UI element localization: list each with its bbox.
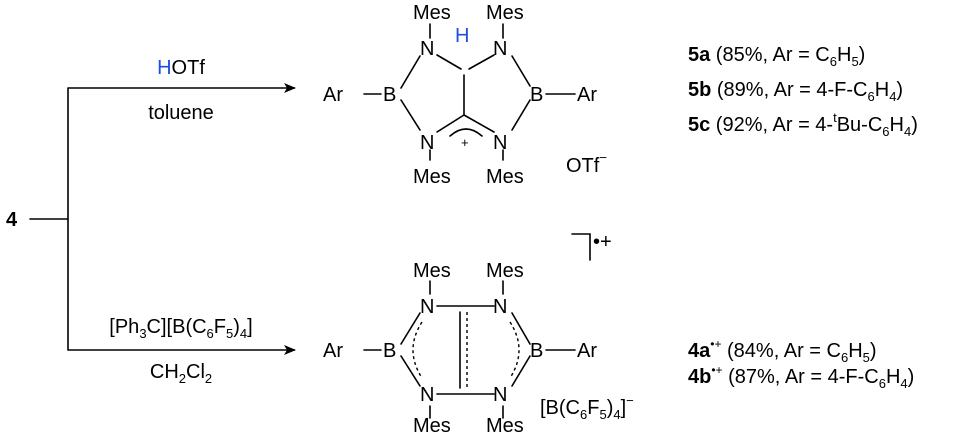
top-anion: OTf− — [566, 150, 607, 177]
bottom-solvent: CH2Cl2 — [150, 361, 212, 386]
svg-text:B: B — [383, 340, 396, 362]
svg-text:Mes: Mes — [413, 166, 451, 188]
svg-text:N: N — [493, 132, 507, 154]
svg-text:Mes: Mes — [486, 415, 524, 437]
top-solvent: toluene — [148, 102, 214, 124]
svg-text:B: B — [530, 340, 543, 362]
svg-text:Ar: Ar — [577, 340, 597, 362]
svg-text:N: N — [493, 296, 507, 318]
svg-text:Ar: Ar — [323, 84, 343, 106]
svg-text:N: N — [493, 38, 507, 60]
svg-text:Ar: Ar — [323, 340, 343, 362]
svg-text:N: N — [420, 38, 434, 60]
highlighted-hydrogen: H — [455, 25, 469, 47]
product-5c: 5c (92%, Ar = 4-tBu-C6H4) — [688, 110, 918, 139]
svg-text:Ar: Ar — [577, 84, 597, 106]
svg-text:Mes: Mes — [413, 415, 451, 437]
start-compound-label: 4 — [6, 209, 18, 231]
product-5b: 5b (89%, Ar = 4-F-C6H4) — [688, 79, 903, 104]
svg-text:+: + — [461, 135, 469, 150]
svg-text:Mes: Mes — [486, 260, 524, 282]
svg-text:N: N — [420, 296, 434, 318]
svg-text:Mes: Mes — [413, 2, 451, 24]
bottom-anion: [B(C6F5)4]− — [540, 393, 634, 422]
bottom-reagent: [Ph3C][B(C6F5)4] — [109, 316, 252, 341]
svg-text:N: N — [493, 384, 507, 406]
svg-text:Mes: Mes — [486, 166, 524, 188]
top-product-structure: Ar B N N N N B Ar Mes Mes Mes Mes H + OT… — [323, 2, 607, 188]
svg-text:Mes: Mes — [486, 2, 524, 24]
product-5a: 5a (85%, Ar = C6H5) — [688, 44, 865, 69]
product-4a: 4a•+ (84%, Ar = C6H5) — [688, 337, 877, 365]
product-4b: 4b•+ (87%, Ar = 4-F-C6H4) — [688, 363, 914, 391]
bottom-product-structure: •+ Ar B N N N N B Ar Mes Mes Mes Mes [B(… — [323, 231, 634, 437]
svg-text:B: B — [530, 84, 543, 106]
svg-text:N: N — [420, 132, 434, 154]
svg-text:B: B — [383, 84, 396, 106]
top-reagent: HOTf — [157, 57, 205, 79]
svg-text:Mes: Mes — [413, 260, 451, 282]
svg-text:N: N — [420, 384, 434, 406]
radical-cation-charge: •+ — [593, 231, 612, 253]
